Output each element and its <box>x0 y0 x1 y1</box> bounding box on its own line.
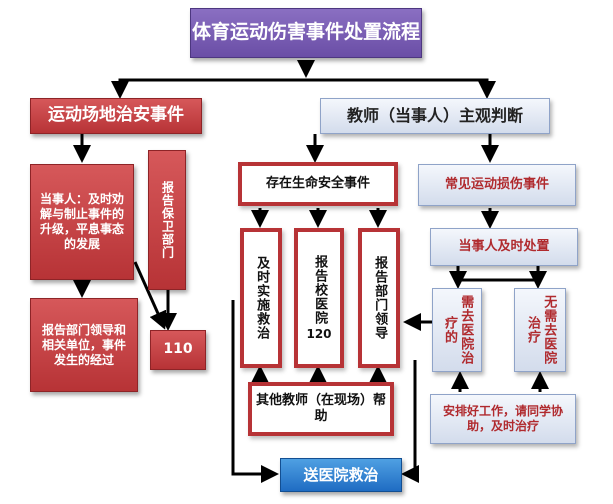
report-security-box: 报告保卫部门 <box>148 150 186 290</box>
other-teachers-box: 其他教师（在现场）帮助 <box>248 382 394 436</box>
life-safety-box: 存在生命安全事件 <box>238 162 398 206</box>
send-hospital-box: 送医院救治 <box>280 458 402 492</box>
handling-split-bar <box>456 268 538 282</box>
need-hospital-box: 需去医院治疗的 <box>432 288 482 372</box>
no-hospital-box: 无需去医院治疗 <box>514 288 566 372</box>
first-aid-box: 及时实施救治 <box>240 228 282 368</box>
arrow-to-send-hospital-right <box>401 360 419 483</box>
report-leader-box: 报告部门领导 <box>358 228 400 368</box>
title-branch-bar <box>118 78 489 92</box>
police-110-box: 110 <box>150 330 206 370</box>
common-injury-box: 常见运动损伤事件 <box>418 164 576 206</box>
school-hospital-number: 120 <box>306 326 332 341</box>
arrange-work-box: 安排好工作，请同学协助，及时治疗 <box>430 394 576 444</box>
left-header-box: 运动场地治安事件 <box>30 98 202 134</box>
timely-handling-box: 当事人及时处置 <box>430 228 578 266</box>
page-title: 体育运动伤害事件处置流程 <box>190 8 422 58</box>
school-hospital-box: 报告校医院 120 <box>294 228 344 368</box>
report-leaders-box: 报告部门领导和相关单位，事件发生的经过 <box>30 298 138 392</box>
party-action-box: 当事人：及时劝解与制止事件的升级，平息事态的发展 <box>30 164 134 280</box>
school-hospital-label: 报告校医院 <box>312 254 328 325</box>
right-header-box: 教师（当事人）主观判断 <box>320 98 550 134</box>
